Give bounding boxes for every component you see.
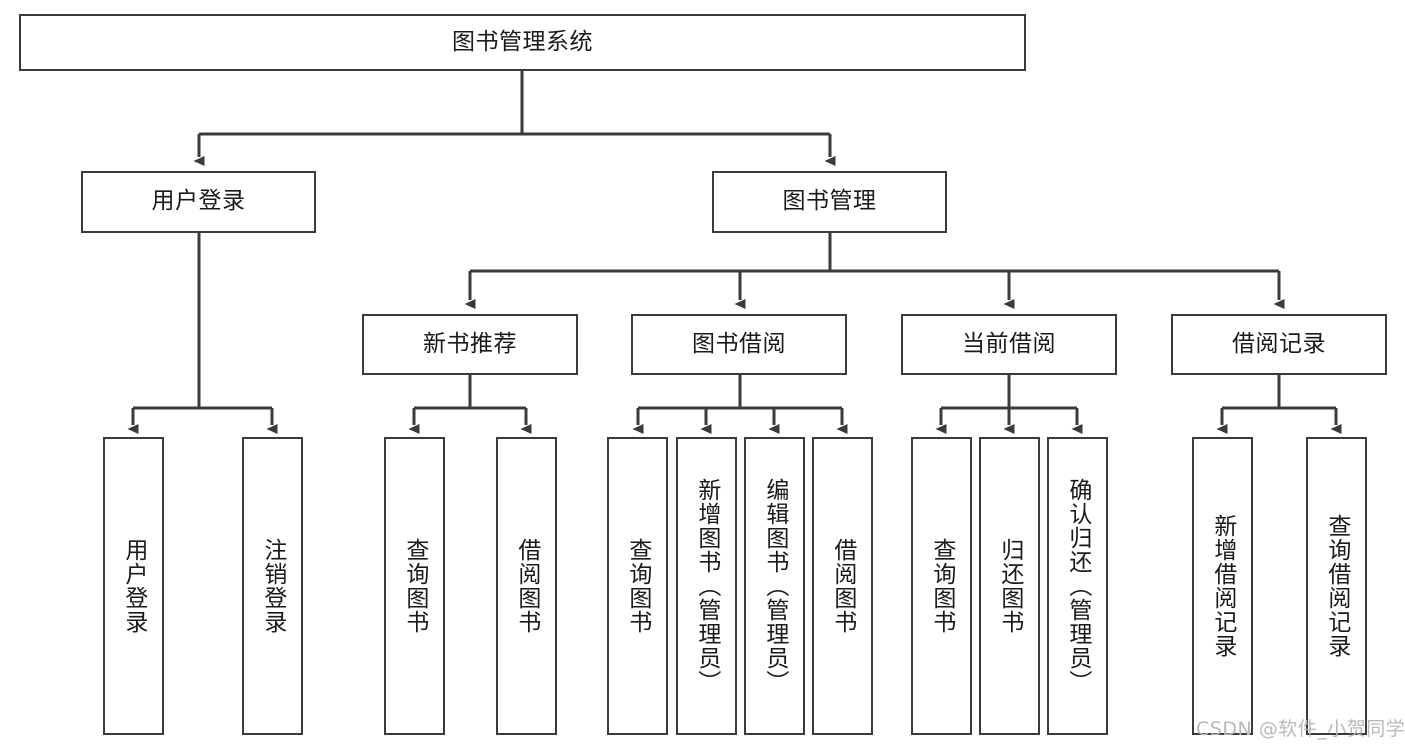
node-label: 注销登录 xyxy=(259,538,286,634)
node-new-book-recommend[interactable]: 新书推荐 xyxy=(362,314,578,375)
node-label: 确认归还（管理员） xyxy=(1064,478,1091,694)
node-label: 当前借阅 xyxy=(962,330,1056,357)
node-leaf-borrow-book-2[interactable]: 借阅图书 xyxy=(812,437,873,735)
node-leaf-user-login[interactable]: 用户登录 xyxy=(103,437,164,735)
node-leaf-add-borrow-record[interactable]: 新增借阅记录 xyxy=(1192,437,1253,735)
node-label: 用户登录 xyxy=(151,188,246,215)
node-label: 借阅记录 xyxy=(1232,330,1326,357)
node-leaf-borrow-book-1[interactable]: 借阅图书 xyxy=(496,437,557,735)
node-label: 新书推荐 xyxy=(423,330,517,357)
node-label: 图书借阅 xyxy=(692,330,786,357)
node-leaf-confirm-return[interactable]: 确认归还（管理员） xyxy=(1047,437,1108,735)
node-label: 新增借阅记录 xyxy=(1209,514,1236,658)
node-label: 借阅图书 xyxy=(829,538,856,634)
node-label: 新增图书（管理员） xyxy=(693,478,720,694)
node-leaf-add-book[interactable]: 新增图书（管理员） xyxy=(676,437,737,735)
node-leaf-query-book-2[interactable]: 查询图书 xyxy=(607,437,668,735)
node-leaf-return-book[interactable]: 归还图书 xyxy=(979,437,1040,735)
node-borrow-record[interactable]: 借阅记录 xyxy=(1171,314,1387,375)
node-label: 查询图书 xyxy=(401,538,428,634)
node-user-login[interactable]: 用户登录 xyxy=(81,171,316,233)
node-label: 借阅图书 xyxy=(513,538,540,634)
node-label: 归还图书 xyxy=(996,538,1023,634)
node-leaf-user-logout[interactable]: 注销登录 xyxy=(242,437,303,735)
node-book-manage[interactable]: 图书管理 xyxy=(712,171,947,233)
node-leaf-edit-book[interactable]: 编辑图书（管理员） xyxy=(744,437,805,735)
node-label: 查询图书 xyxy=(928,538,955,634)
node-current-borrow[interactable]: 当前借阅 xyxy=(901,314,1117,375)
node-label: 编辑图书（管理员） xyxy=(761,478,788,694)
node-label: 查询图书 xyxy=(624,538,651,634)
node-book-borrow[interactable]: 图书借阅 xyxy=(631,314,847,375)
node-label: 图书管理系统 xyxy=(452,28,593,55)
node-leaf-query-book-1[interactable]: 查询图书 xyxy=(384,437,445,735)
csdn-watermark: CSDN @软件_小贺同学 xyxy=(1196,718,1405,740)
node-leaf-query-book-3[interactable]: 查询图书 xyxy=(911,437,972,735)
node-label: 查询借阅记录 xyxy=(1323,514,1350,658)
node-label: 用户登录 xyxy=(120,538,147,634)
node-leaf-query-borrow-record[interactable]: 查询借阅记录 xyxy=(1306,437,1367,735)
node-root-system[interactable]: 图书管理系统 xyxy=(19,14,1026,71)
node-label: 图书管理 xyxy=(782,188,877,215)
